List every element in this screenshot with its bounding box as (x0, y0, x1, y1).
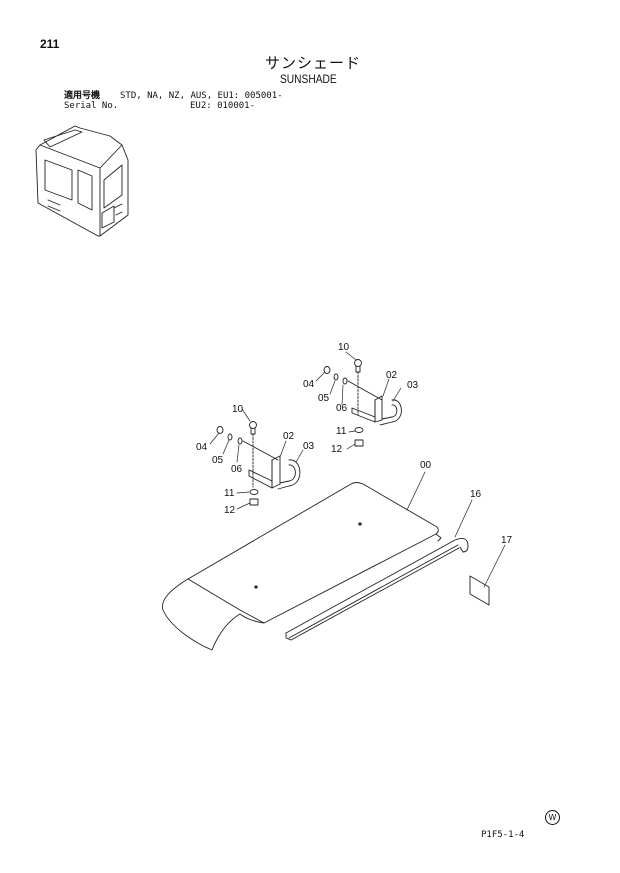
page-number: 211 (40, 37, 60, 51)
callout-03: 03 (407, 380, 419, 391)
callout-03: 03 (303, 441, 315, 452)
edition-mark-icon: W (545, 810, 560, 825)
serial-range-line1: STD, NA, NZ, AUS, EU1: 005001- (120, 91, 283, 101)
label-plate (469, 575, 490, 606)
callout-10: 10 (338, 342, 350, 353)
serial-range-line2: EU2: 010001- (190, 101, 256, 111)
callout-05: 05 (212, 455, 224, 466)
callout-16: 16 (470, 489, 482, 500)
callout-06: 06 (336, 403, 348, 414)
callout-11: 11 (224, 488, 235, 499)
callout-17: 17 (501, 535, 513, 546)
callout-06: 06 (231, 464, 243, 475)
sunshade-panel (162, 482, 442, 651)
callout-04: 04 (303, 379, 315, 390)
callout-12: 12 (331, 444, 343, 455)
bracket-assembly-upper (323, 359, 402, 447)
applicability-label-ja: 適用号機 (64, 91, 101, 101)
cab-location-icon (35, 125, 129, 237)
callout-12: 12 (224, 505, 236, 516)
seal-strip (285, 538, 469, 641)
leader-lines (209, 351, 506, 588)
callout-10: 10 (232, 404, 244, 415)
callout-11: 11 (336, 426, 347, 437)
callout-02: 02 (386, 370, 398, 381)
title-english: SUNSHADE (280, 72, 337, 86)
figure-code: P1F5-1-4 (481, 830, 525, 840)
title-japanese: サンシェード (265, 54, 362, 72)
callout-00: 00 (420, 460, 432, 471)
bracket-assembly-lower (216, 421, 301, 506)
callout-05: 05 (318, 393, 330, 404)
callout-04: 04 (196, 442, 208, 453)
callout-02: 02 (283, 431, 295, 442)
applicability-label-en: Serial No. (64, 101, 119, 111)
